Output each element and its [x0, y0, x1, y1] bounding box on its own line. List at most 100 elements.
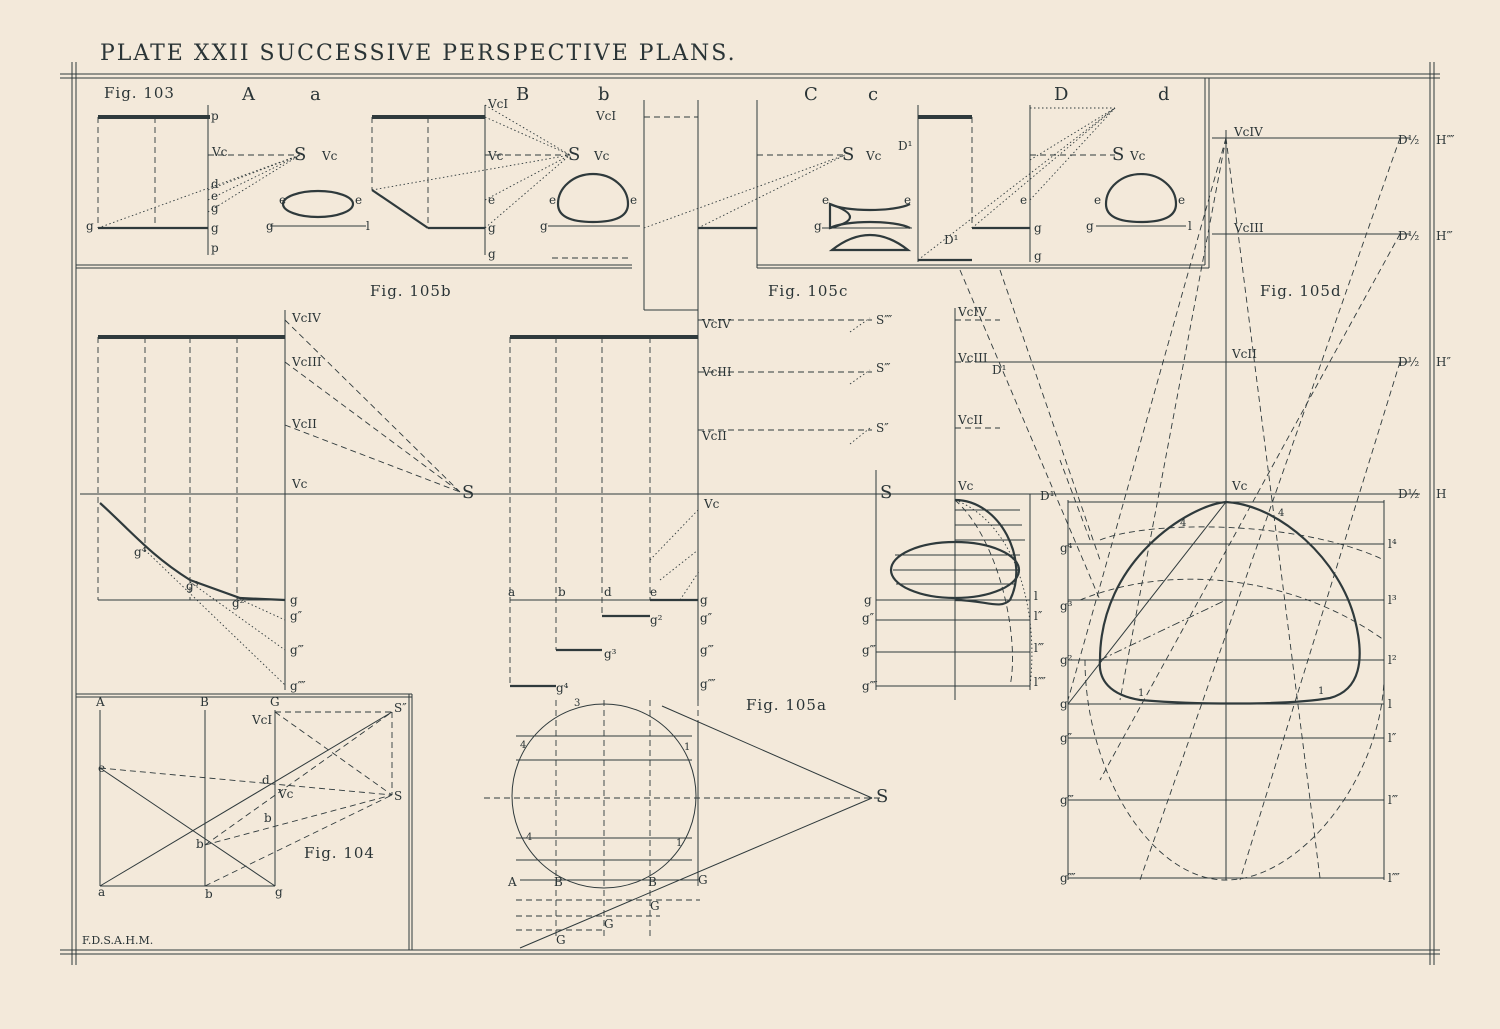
svg-text:b: b	[205, 887, 213, 901]
svg-text:S: S	[876, 786, 888, 807]
svg-text:S: S	[880, 482, 892, 503]
svg-text:a: a	[508, 585, 515, 599]
svg-text:G: G	[556, 933, 566, 947]
panel-letter-A: A	[241, 84, 256, 105]
svg-text:d: d	[262, 773, 270, 787]
svg-text:g: g	[1034, 249, 1042, 263]
svg-text:g²: g²	[1060, 653, 1073, 667]
svg-text:G: G	[650, 899, 660, 913]
svg-text:D½: D½	[1398, 487, 1419, 501]
svg-text:S: S	[462, 482, 474, 503]
svg-text:g: g	[540, 219, 548, 233]
svg-text:4: 4	[526, 832, 532, 843]
svg-text:g⁴: g⁴	[134, 545, 147, 559]
fig-103-frame	[76, 78, 1210, 311]
fig-105a: VcIV VcIII VcII Vc S⁗ S‴ S″ a b d e g g²…	[484, 310, 892, 949]
svg-text:4: 4	[520, 740, 526, 751]
svg-text:g⁗: g⁗	[700, 677, 716, 691]
svg-text:VcII: VcII	[291, 417, 317, 431]
svg-text:l: l	[1388, 697, 1392, 711]
svg-text:A: A	[95, 695, 105, 709]
svg-text:VcI: VcI	[487, 97, 508, 111]
svg-text:l²: l²	[1388, 653, 1397, 667]
panel-letter-c: c	[868, 84, 878, 105]
svg-text:b: b	[196, 837, 204, 851]
svg-text:VcIII: VcIII	[291, 355, 322, 369]
svg-text:g: g	[86, 219, 94, 233]
svg-text:g″: g″	[700, 611, 713, 625]
svg-text:e: e	[630, 193, 637, 207]
panel-letter-d: d	[1158, 84, 1170, 105]
panel-letters: A a B b C c D d	[241, 84, 1170, 105]
fig-104: A B G VcI S″ S e d Vc b b a b g Fig. 104	[76, 693, 413, 950]
svg-text:a: a	[98, 885, 105, 899]
svg-text:VcII: VcII	[957, 413, 983, 427]
svg-text:D½: D½	[1398, 133, 1419, 147]
svg-text:g: g	[488, 221, 496, 235]
svg-text:g: g	[1086, 219, 1094, 233]
svg-text:d: d	[604, 585, 612, 599]
plate-border	[60, 62, 1440, 965]
svg-text:B: B	[200, 695, 209, 709]
fig-105d-caption: Fig. 105d	[1260, 282, 1342, 300]
svg-text:g³: g³	[1060, 599, 1073, 613]
svg-text:1: 1	[684, 742, 690, 753]
fig-105b: VcIV VcIII VcII Vc S g⁴ g³ g² g g″ g‴ g⁗	[97, 310, 474, 693]
svg-text:Vc: Vc	[865, 149, 882, 163]
svg-text:p: p	[211, 241, 219, 255]
svg-text:A: A	[507, 875, 517, 889]
fig-105b-caption: Fig. 105b	[370, 282, 452, 300]
svg-text:g″: g″	[290, 609, 303, 623]
svg-text:g: g	[211, 221, 219, 235]
svg-text:Vc: Vc	[291, 477, 308, 491]
svg-text:g‴: g‴	[1060, 793, 1074, 807]
svg-text:3: 3	[574, 698, 580, 709]
svg-text:l: l	[1034, 589, 1038, 603]
svg-text:4: 4	[1180, 518, 1186, 529]
fig-105a-caption: Fig. 105a	[746, 696, 827, 714]
fig-105c-caption: Fig. 105c	[768, 282, 848, 300]
svg-text:VcI: VcI	[251, 713, 272, 727]
svg-text:S: S	[394, 789, 402, 803]
svg-text:H: H	[1436, 487, 1446, 501]
svg-text:VcI: VcI	[595, 109, 616, 123]
svg-text:VcIII: VcIII	[957, 351, 988, 365]
svg-text:1: 1	[1138, 688, 1144, 699]
svg-text:g³: g³	[186, 579, 199, 593]
svg-text:l⁴: l⁴	[1388, 537, 1397, 551]
svg-text:e: e	[211, 189, 218, 203]
panel-letter-D: D	[1054, 84, 1068, 105]
svg-text:e: e	[355, 193, 362, 207]
svg-text:Vc: Vc	[593, 149, 610, 163]
svg-text:g″: g″	[862, 611, 875, 625]
svg-text:e: e	[98, 761, 105, 775]
svg-text:g⁗: g⁗	[1060, 871, 1076, 885]
svg-text:B: B	[554, 875, 563, 889]
svg-text:S⁗: S⁗	[876, 313, 892, 327]
svg-text:l‴: l‴	[1034, 641, 1044, 655]
svg-text:e: e	[279, 193, 286, 207]
svg-text:l³: l³	[1388, 593, 1397, 607]
svg-text:g: g	[814, 219, 822, 233]
svg-text:b: b	[264, 811, 272, 825]
svg-text:Vc: Vc	[1129, 149, 1146, 163]
svg-text:g‴: g‴	[290, 643, 304, 657]
panel-letter-b: b	[598, 84, 610, 105]
svg-text:S: S	[568, 144, 580, 165]
svg-text:VcIII: VcIII	[1233, 221, 1264, 235]
svg-text:S: S	[842, 144, 854, 165]
fig-103-panel-C: S Vc D¹ e e g	[643, 105, 919, 262]
svg-text:VcII: VcII	[1231, 347, 1257, 361]
panel-letter-a: a	[310, 84, 321, 105]
svg-text:e: e	[1178, 193, 1185, 207]
svg-text:l″: l″	[1388, 731, 1397, 745]
svg-text:g‴: g‴	[700, 643, 714, 657]
svg-text:4: 4	[1278, 508, 1284, 519]
plate-title: PLATE XXII SUCCESSIVE PERSPECTIVE PLANS.	[100, 41, 737, 66]
svg-text:g: g	[1060, 697, 1068, 711]
svg-text:Vc: Vc	[957, 479, 974, 493]
svg-text:1: 1	[676, 838, 682, 849]
svg-text:S″: S″	[394, 701, 407, 715]
svg-text:g‴: g‴	[862, 643, 876, 657]
